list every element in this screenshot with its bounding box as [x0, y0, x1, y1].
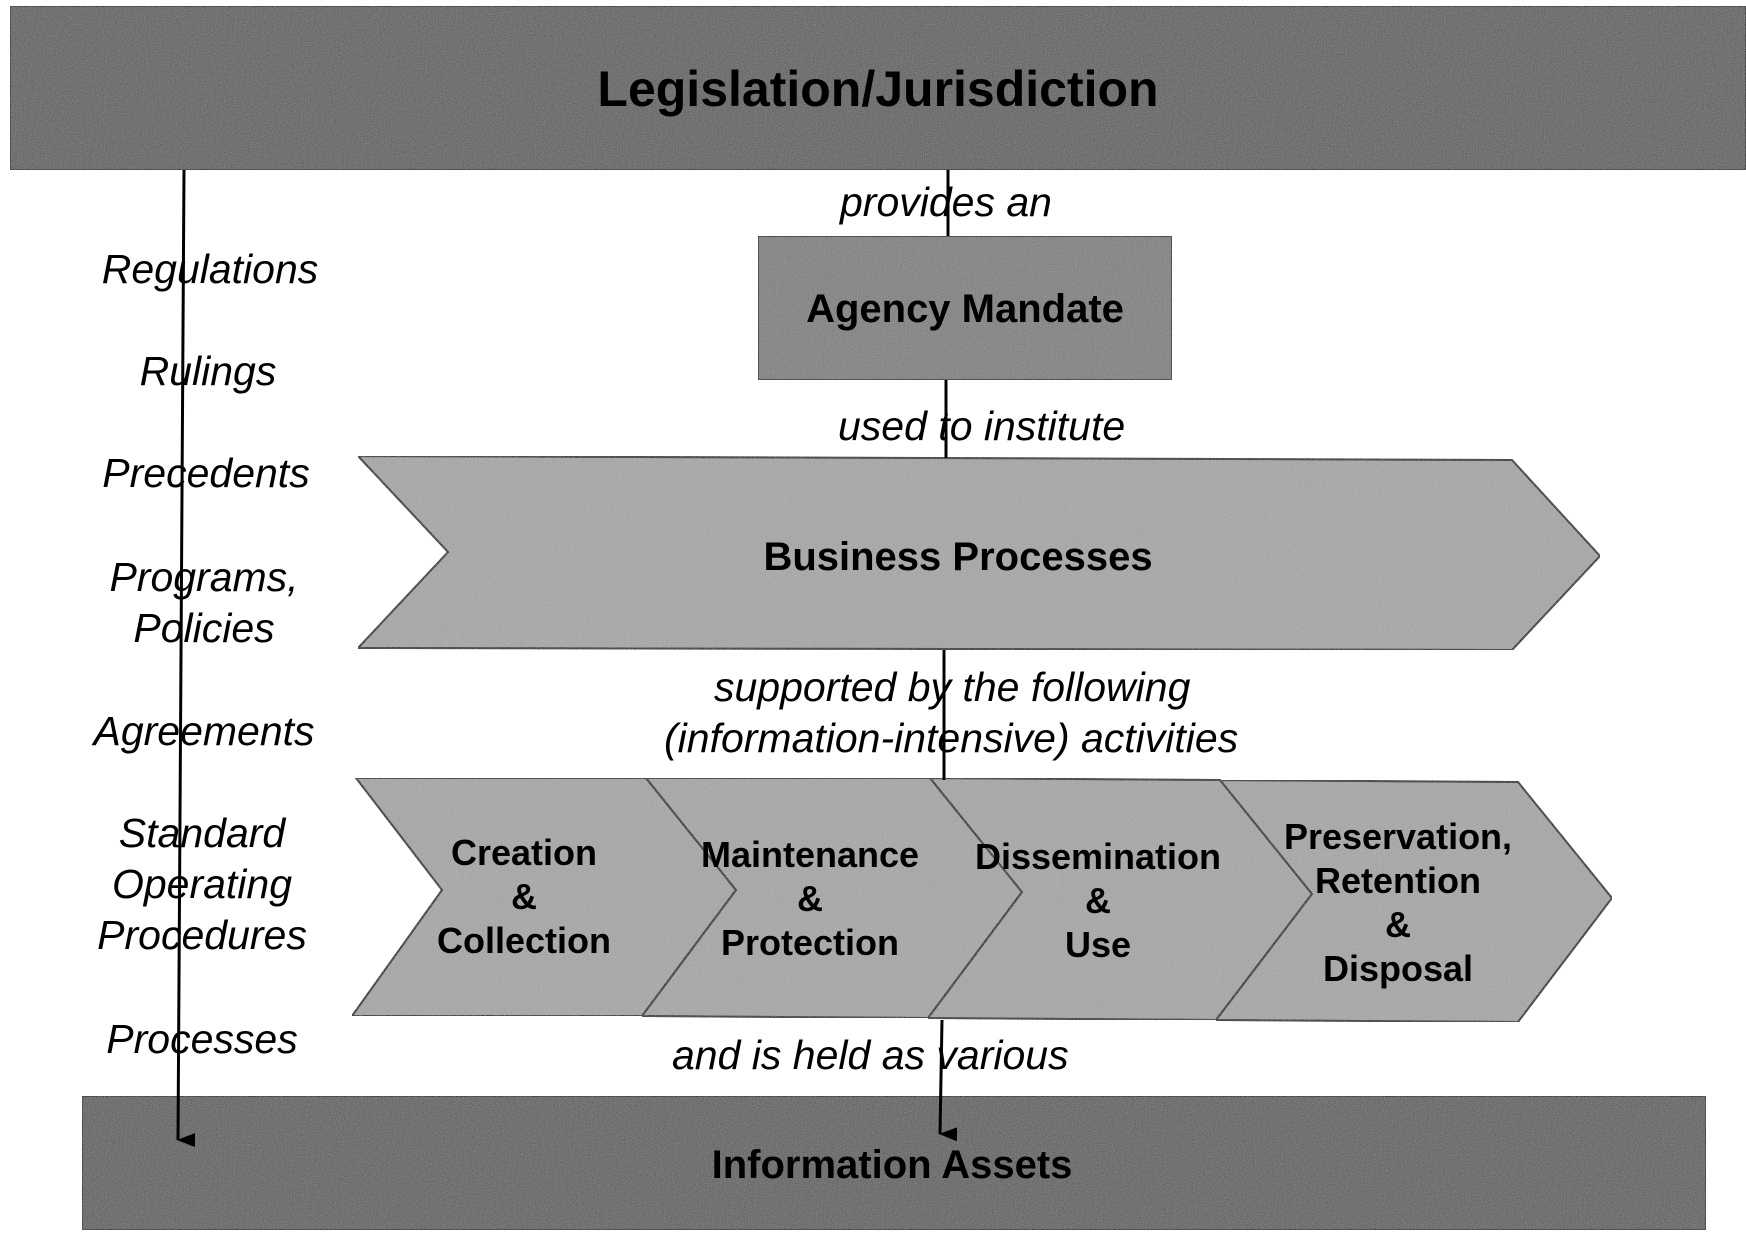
activity-label-line: Use — [1065, 924, 1131, 965]
left-label-line: Standard — [118, 810, 286, 856]
left-label-line: Precedents — [102, 450, 310, 496]
left-label-line: Regulations — [101, 246, 319, 292]
activity-label-line: Collection — [437, 920, 611, 961]
left-label-line: Agreements — [93, 708, 315, 754]
activity-label-maintenance: Maintenance&Protection — [701, 834, 919, 963]
information-assets-title: Information Assets — [712, 1143, 1073, 1187]
left-label-processes: Processes — [52, 1014, 352, 1065]
activity-label-line: & — [797, 878, 823, 919]
legislation-title: Legislation/Jurisdiction — [597, 61, 1158, 117]
business-processes-title: Business Processes — [763, 535, 1152, 579]
left-label-line: Rulings — [139, 348, 277, 394]
connector-held: and is held as various — [672, 1032, 1069, 1078]
information-assets-bar — [81, 1095, 1707, 1231]
activity-label-dissemination: Dissemination&Use — [975, 836, 1221, 965]
activity-label-line: & — [511, 876, 537, 917]
left-label-precedents: Precedents — [56, 448, 356, 499]
left-label-line: Procedures — [97, 912, 307, 958]
activity-label-line: & — [1085, 880, 1111, 921]
left-flow-arrow — [176, 169, 196, 1148]
activity-label-line: Disposal — [1323, 948, 1473, 989]
center-flow-arrow — [938, 1019, 958, 1142]
left-label-line: Policies — [133, 605, 275, 651]
left-label-agreements: Agreements — [54, 706, 354, 757]
activity-chevron-preservation — [1213, 778, 1614, 1024]
activity-label-line: Creation — [451, 832, 597, 873]
business-processes-chevron — [355, 454, 1602, 652]
legislation-bar — [9, 5, 1746, 171]
left-label-line: Processes — [106, 1016, 298, 1062]
connector-supported-line1: supported by the following — [714, 664, 1191, 710]
activity-label-line: Preservation, — [1284, 816, 1512, 857]
left-label-programs-policies: Programs, Policies — [54, 552, 354, 654]
activity-label-line: Dissemination — [975, 836, 1221, 877]
activity-label-creation: Creation&Collection — [437, 832, 611, 961]
left-label-line: Programs, — [109, 554, 299, 600]
activity-label-preservation: Preservation,Retention&Disposal — [1284, 816, 1512, 989]
activity-label-line: Protection — [721, 922, 899, 963]
activity-label-line: Maintenance — [701, 834, 919, 875]
connector-supported-line2: (information-intensive) activities — [664, 715, 1239, 761]
left-label-line: Operating — [111, 861, 293, 907]
activity-labels: Creation&CollectionMaintenance&Protectio… — [437, 816, 1512, 989]
connector-provides: provides an — [840, 179, 1052, 225]
connector-used: used to institute — [838, 403, 1126, 449]
activity-label-line: Retention — [1315, 860, 1481, 901]
left-label-sop: Standard Operating Procedures — [52, 808, 352, 961]
agency-mandate-box — [757, 235, 1173, 381]
left-label-regulations: Regulations — [60, 244, 360, 295]
agency-mandate-title: Agency Mandate — [806, 287, 1124, 331]
activity-label-line: & — [1385, 904, 1411, 945]
left-label-rulings: Rulings — [58, 346, 358, 397]
